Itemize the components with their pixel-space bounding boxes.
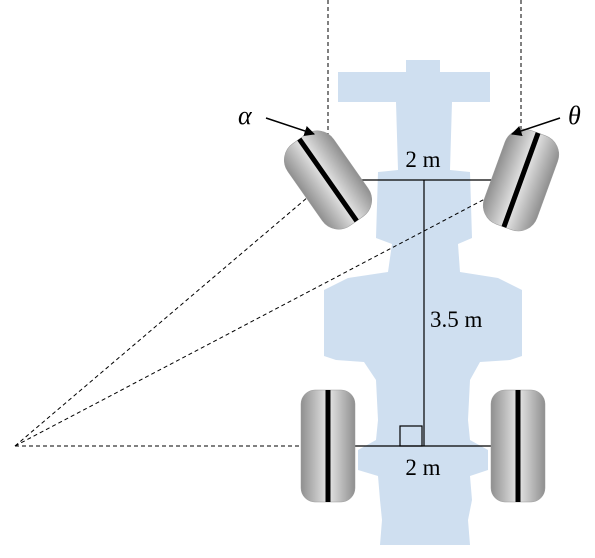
alpha-label: α: [238, 101, 253, 130]
rear-left-wheel: [300, 389, 356, 503]
wheelbase-label: 3.5 m: [430, 307, 483, 332]
right-angle-marker: [399, 425, 423, 447]
car-chassis: [324, 60, 522, 545]
theta-label: θ: [568, 101, 581, 130]
front-track-label: 2 m: [405, 147, 440, 172]
left-wheel-to-center-dashed-line: [14, 179, 329, 447]
theta-arrow: [511, 117, 561, 136]
right-wheel-to-center-dashed-line: [14, 179, 522, 447]
rear-right-wheel: [490, 389, 546, 503]
alpha-arrow: [265, 117, 315, 136]
front-left-wheel: [283, 130, 373, 230]
front-right-wheel: [482, 128, 560, 232]
rear-track-label: 2 m: [405, 455, 440, 480]
